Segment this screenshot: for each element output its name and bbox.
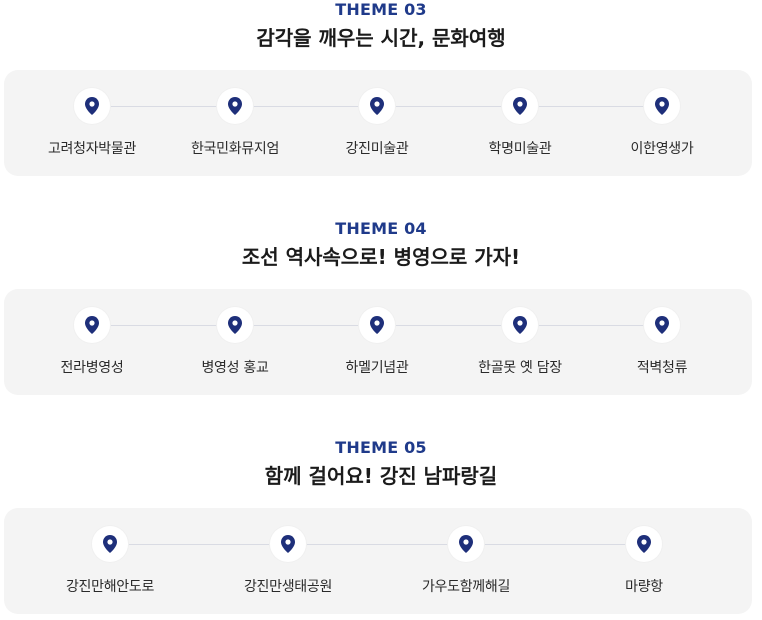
stop-name: 한골못 옛 담장 bbox=[478, 360, 562, 376]
route-stop[interactable]: 고려청자박물관 bbox=[22, 88, 162, 158]
route-stop[interactable]: 하멜기념관 bbox=[307, 307, 447, 377]
stop-name: 강진만생태공원 bbox=[243, 579, 333, 595]
stop-name: 한국민화뮤지엄 bbox=[190, 141, 280, 157]
theme-label: THEME 03 bbox=[335, 0, 427, 19]
route-stop[interactable]: 강진만해안도로 bbox=[40, 526, 180, 596]
route-stop[interactable]: 전라병영성 bbox=[22, 307, 162, 377]
route-stop[interactable]: 가우도함께해길 bbox=[396, 526, 536, 596]
stop-name: 고려청자박물관 bbox=[47, 141, 137, 157]
map-pin-icon bbox=[217, 307, 253, 343]
stop-name: 전라병영성 bbox=[60, 360, 124, 376]
map-pin-icon bbox=[74, 88, 110, 124]
map-pin-icon bbox=[644, 88, 680, 124]
map-pin-icon bbox=[359, 307, 395, 343]
route-card: 전라병영성 병영성 홍교 하멜기념관 한골못 옛 담장 적벽청류 bbox=[4, 289, 752, 395]
map-pin-icon bbox=[74, 307, 110, 343]
stop-name: 적벽청류 bbox=[636, 360, 688, 376]
map-pin-icon bbox=[502, 88, 538, 124]
route-stop[interactable]: 병영성 홍교 bbox=[165, 307, 305, 377]
route-stop[interactable]: 마량항 bbox=[574, 526, 714, 596]
route-card: 고려청자박물관 한국민화뮤지엄 강진미술관 학명미술관 이한영생가 bbox=[4, 70, 752, 176]
map-pin-icon bbox=[217, 88, 253, 124]
stop-name: 가우도함께해길 bbox=[421, 579, 511, 595]
route-stop[interactable]: 한국민화뮤지엄 bbox=[165, 88, 305, 158]
map-pin-icon bbox=[359, 88, 395, 124]
stop-name: 하멜기념관 bbox=[345, 360, 409, 376]
route-line bbox=[110, 544, 644, 545]
route-stop[interactable]: 강진만생태공원 bbox=[218, 526, 358, 596]
map-pin-icon bbox=[644, 307, 680, 343]
theme-title: 조선 역사속으로! 병영으로 가자! bbox=[241, 245, 521, 269]
map-pin-icon bbox=[448, 526, 484, 562]
theme-title: 함께 걸어요! 강진 남파랑길 bbox=[264, 464, 498, 488]
route-stop[interactable]: 학명미술관 bbox=[450, 88, 590, 158]
route-card: 강진만해안도로 강진만생태공원 가우도함께해길 마량항 bbox=[4, 508, 752, 614]
stop-name: 강진미술관 bbox=[345, 141, 409, 157]
route-stop[interactable]: 한골못 옛 담장 bbox=[450, 307, 590, 377]
stop-name: 병영성 홍교 bbox=[201, 360, 269, 376]
stop-name: 학명미술관 bbox=[488, 141, 552, 157]
route-stop[interactable]: 이한영생가 bbox=[592, 88, 732, 158]
route-stop[interactable]: 적벽청류 bbox=[592, 307, 732, 377]
stop-name: 강진만해안도로 bbox=[65, 579, 155, 595]
stop-name: 이한영생가 bbox=[630, 141, 694, 157]
theme-label: THEME 05 bbox=[335, 438, 427, 457]
map-pin-icon bbox=[502, 307, 538, 343]
map-pin-icon bbox=[270, 526, 306, 562]
theme-title: 감각을 깨우는 시간, 문화여행 bbox=[256, 26, 506, 50]
map-pin-icon bbox=[626, 526, 662, 562]
route-stop[interactable]: 강진미술관 bbox=[307, 88, 447, 158]
map-pin-icon bbox=[92, 526, 128, 562]
stop-name: 마량항 bbox=[625, 579, 663, 595]
theme-label: THEME 04 bbox=[335, 219, 427, 238]
